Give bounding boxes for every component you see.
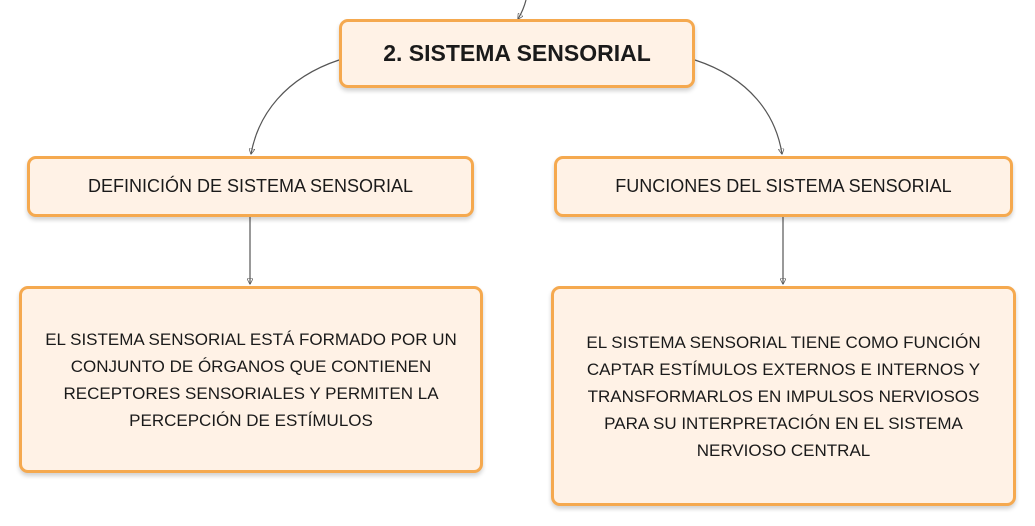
node-funciones-heading: FUNCIONES DEL SISTEMA SENSORIAL — [615, 176, 952, 196]
node-definicion-description[interactable]: EL SISTEMA SENSORIAL ESTÁ FORMADO POR UN… — [19, 286, 483, 473]
connector-root-to-definicion — [251, 59, 340, 154]
definicion-description-text: EL SISTEMA SENSORIAL ESTÁ FORMADO POR UN… — [45, 329, 457, 430]
node-definicion[interactable]: DEFINICIÓN DE SISTEMA SENSORIAL — [27, 156, 474, 217]
node-funciones[interactable]: FUNCIONES DEL SISTEMA SENSORIAL — [554, 156, 1013, 217]
root-node-title: 2. SISTEMA SENSORIAL — [383, 40, 651, 66]
node-definicion-heading: DEFINICIÓN DE SISTEMA SENSORIAL — [87, 176, 414, 196]
node-funciones-description[interactable]: EL SISTEMA SENSORIAL TIENE COMO FUNCIÓN … — [551, 286, 1016, 506]
funciones-description-text: EL SISTEMA SENSORIAL TIENE COMO FUNCIÓN … — [586, 332, 981, 460]
connector-incoming-root — [518, 0, 527, 19]
root-node[interactable]: 2. SISTEMA SENSORIAL — [339, 19, 695, 88]
connector-root-to-funciones — [694, 59, 782, 154]
